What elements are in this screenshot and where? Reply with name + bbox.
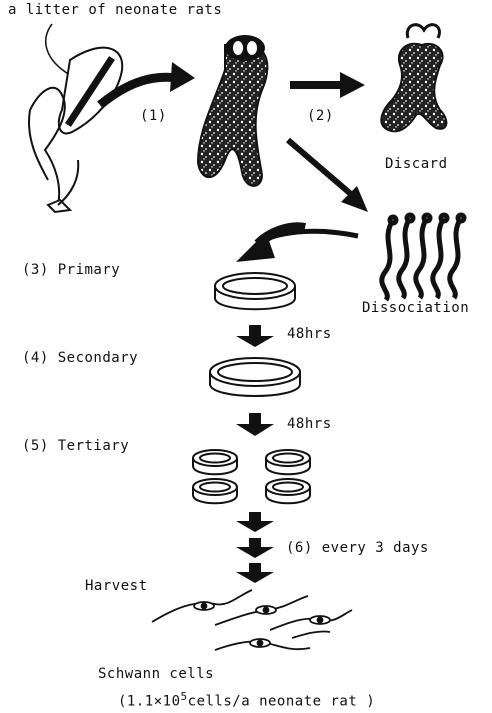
tertiary-label: (5) Tertiary — [22, 438, 129, 454]
interval-label-b: 48hrs — [287, 416, 332, 432]
primary-dish — [215, 273, 295, 309]
tertiary-dish-1 — [193, 450, 237, 474]
yield-suffix: cells/a neonate rat ) — [188, 694, 376, 710]
discard-illustration — [381, 25, 446, 132]
arrow-4to5-shaft — [249, 413, 261, 425]
tertiary-dish-2 — [266, 450, 310, 474]
arrow-5to6-b-shaft — [249, 538, 261, 548]
interval-label-a: 48hrs — [287, 326, 332, 342]
secondary-label: (4) Secondary — [22, 350, 138, 366]
arrow-5to6-a-head — [236, 521, 274, 532]
yield-prefix: (1.1×10 — [118, 694, 181, 710]
dissociation-label: Dissociation — [362, 300, 469, 316]
step2-label: (2) — [307, 108, 334, 124]
harvest-label: Harvest — [85, 578, 148, 594]
discard-label: Discard — [385, 156, 448, 172]
tertiary-dish-4 — [266, 479, 310, 503]
yield-exponent: 5 — [181, 690, 188, 703]
arrow-step1-head — [170, 62, 195, 92]
arrow-3to4-head — [236, 336, 274, 347]
yield-label: (1.1×105cells/a neonate rat ) — [118, 690, 375, 710]
source-pointer-line — [46, 24, 70, 75]
step1-label: (1) — [140, 108, 167, 124]
arrow-4to5-head — [236, 424, 274, 436]
schwann-cells-illustration — [152, 590, 352, 650]
arrow-5to6-a-shaft — [249, 512, 261, 522]
tertiary-dish-3 — [193, 479, 237, 503]
secondary-dish — [210, 358, 300, 396]
arrow-5to6-b-head — [236, 547, 274, 558]
rat-illustration — [29, 48, 122, 212]
arrow-5to6-c-head — [236, 572, 274, 583]
schwann-cells-label: Schwann cells — [98, 666, 214, 682]
arrow-3to4-shaft — [249, 325, 261, 337]
arrow-to-dissociation — [288, 140, 352, 195]
every-3-days-label: (6) every 3 days — [286, 540, 429, 556]
spinal-tissue-illustration — [198, 35, 267, 186]
dissociated-fibers-illustration — [382, 215, 464, 300]
source-label: a litter of neonate rats — [8, 2, 222, 18]
arrow-5to6-c-shaft — [249, 563, 261, 573]
arrow-step2-head — [340, 72, 365, 98]
primary-label: (3) Primary — [22, 262, 120, 278]
